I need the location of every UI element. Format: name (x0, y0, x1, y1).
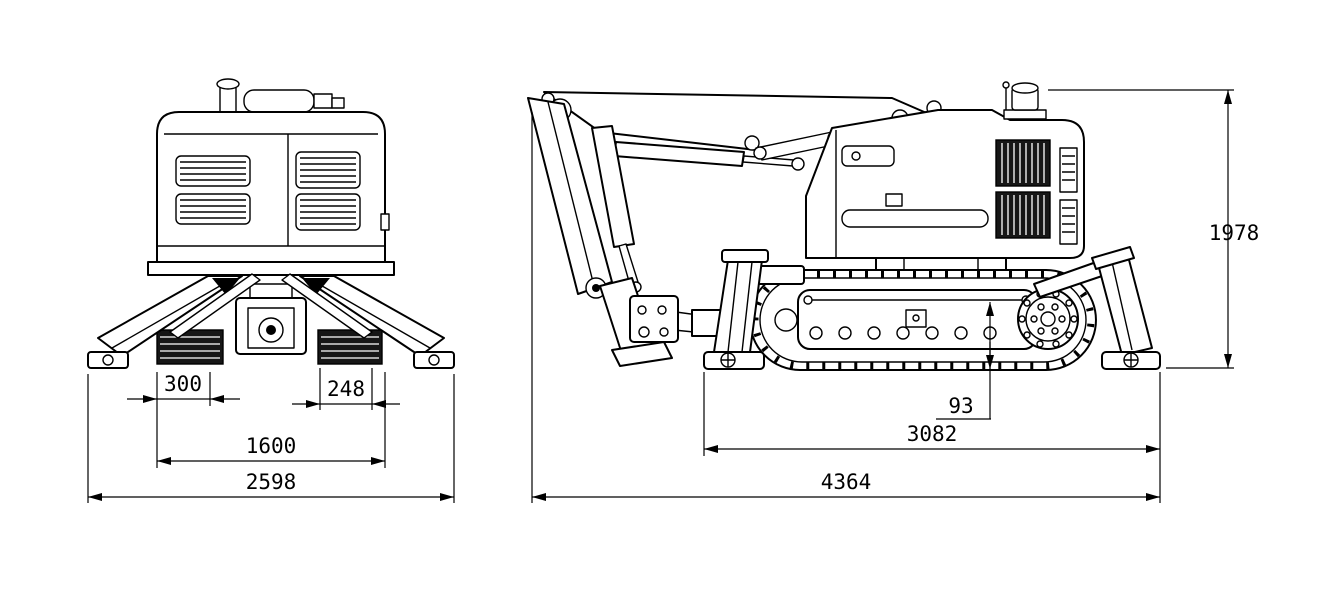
dimension-248: 248 (292, 377, 400, 408)
front-vent-grilles (175, 151, 361, 231)
side-body (805, 81, 1085, 259)
dim-1978-label: 1978 (1209, 221, 1260, 245)
side-track-assembly (749, 269, 1097, 371)
dimension-3082: 3082 (704, 422, 1160, 453)
dimension-93: 93 (936, 302, 994, 420)
front-track-left (156, 329, 224, 365)
side-outrigger-front (703, 249, 805, 370)
idler-wheel (774, 308, 798, 332)
dim-2598-label: 2598 (246, 470, 297, 494)
front-outrigger-left (87, 273, 261, 369)
dim-3082-label: 3082 (907, 422, 958, 446)
body-vent-grille (995, 139, 1051, 239)
front-center-gearbox (235, 283, 307, 355)
front-exhaust (216, 78, 345, 115)
dimension-300: 300 (127, 372, 240, 403)
dimension-1978: 1978 (1209, 90, 1260, 368)
front-view (87, 78, 455, 369)
dim-248-label: 248 (327, 377, 365, 401)
front-view-dimensions: 300 248 1600 2598 (87, 368, 455, 503)
drive-sprocket (1017, 288, 1079, 350)
dimension-2598: 2598 (88, 470, 454, 501)
dimension-4364: 4364 (532, 470, 1160, 501)
side-outrigger-rear (1033, 246, 1161, 370)
side-view (527, 81, 1161, 371)
body-rear-vents (1059, 147, 1078, 245)
body-handle (841, 209, 989, 228)
front-track-right (317, 329, 383, 365)
side-view-dimensions: 1978 93 3082 4364 (531, 89, 1260, 503)
dim-300-label: 300 (164, 372, 202, 396)
dimension-1600: 1600 (157, 434, 385, 465)
side-turntable (875, 257, 1007, 271)
front-chassis-plate (147, 261, 395, 276)
dim-93-label: 93 (948, 394, 973, 418)
dim-4364-label: 4364 (821, 470, 872, 494)
dim-1600-label: 1600 (246, 434, 297, 458)
front-outrigger-right (281, 273, 455, 369)
beacon-light (1002, 81, 1047, 120)
